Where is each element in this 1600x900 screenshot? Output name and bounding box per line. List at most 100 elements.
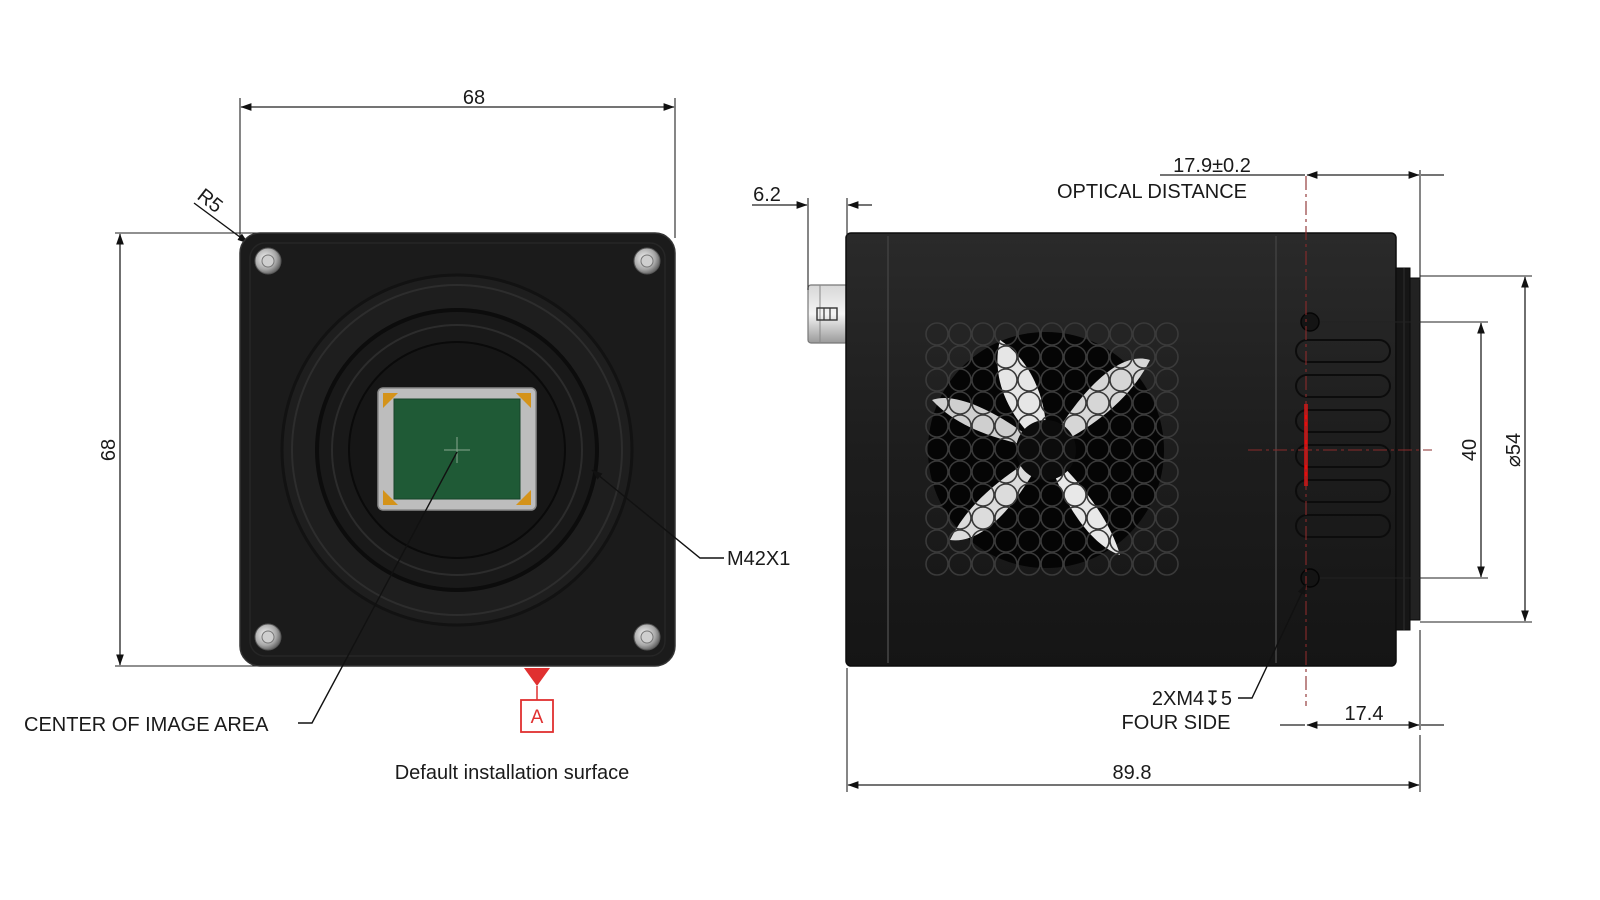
vent-hole [925, 414, 949, 438]
optical-dim-label: OPTICAL DISTANCE [1057, 181, 1247, 203]
vent-hole [1109, 345, 1133, 369]
mount-diameter-label: ⌀54 [1503, 433, 1525, 467]
front-flange-fins [1295, 312, 1391, 588]
vent-hole [1109, 414, 1133, 438]
vent-hole [1040, 437, 1064, 461]
vent-hole [1086, 483, 1110, 507]
vent-hole [1040, 414, 1064, 438]
image-center-callout: CENTER OF IMAGE AREA [24, 451, 458, 736]
hole-spacing-label: 40 [1459, 439, 1481, 461]
vent-hole [1063, 437, 1087, 461]
vent-hole [948, 414, 972, 438]
vent-hole [994, 345, 1018, 369]
vent-hole [948, 437, 972, 461]
vent-hole [971, 552, 995, 576]
vent-hole [1155, 368, 1179, 392]
vent-hole [1086, 437, 1110, 461]
vent-hole [1155, 460, 1179, 484]
vent-hole [925, 368, 949, 392]
vent-hole [1017, 322, 1041, 346]
vent-hole [1040, 391, 1064, 415]
vent-hole [1109, 322, 1133, 346]
vent-hole [948, 529, 972, 553]
vent-hole [1063, 368, 1087, 392]
vent-hole [1063, 322, 1087, 346]
optical-distance-dimension: 17.9±0.2 OPTICAL DISTANCE [1057, 155, 1444, 280]
vent-hole [948, 552, 972, 576]
vent-hole [1063, 483, 1087, 507]
vent-hole [1086, 345, 1110, 369]
vent-hole [1017, 368, 1041, 392]
vent-hole [1040, 552, 1064, 576]
vent-hole [1155, 391, 1179, 415]
vent-hole [1063, 460, 1087, 484]
vent-hole [1063, 529, 1087, 553]
vent-hole [971, 506, 995, 530]
vent-hole [994, 529, 1018, 553]
vent-hole [948, 506, 972, 530]
install-surface-note: Default installation surface [395, 762, 630, 784]
vent-hole [971, 460, 995, 484]
front-section-label: 17.4 [1345, 703, 1384, 725]
front-screws [254, 247, 661, 651]
optical-dim-value: 17.9±0.2 [1173, 155, 1251, 177]
vent-hole [1132, 460, 1156, 484]
vent-hole [1109, 391, 1133, 415]
screw-callout-line1: 2XM4↧5 [1152, 688, 1232, 710]
vent-hole [994, 483, 1018, 507]
screw-top-right [633, 247, 661, 275]
front-section-dimension: 17.4 [1280, 630, 1444, 730]
vent-hole [1017, 529, 1041, 553]
front-view: 68 68 R5 [24, 87, 790, 784]
vent-hole [1017, 414, 1041, 438]
vent-hole [1017, 483, 1041, 507]
vent-hole [1155, 414, 1179, 438]
vent-hole [948, 345, 972, 369]
screw-hole-callout: 2XM4↧5 FOUR SIDE [1122, 583, 1307, 734]
front-width-label: 68 [463, 87, 485, 109]
vent-hole [994, 322, 1018, 346]
vent-hole [1086, 322, 1110, 346]
vent-hole [1132, 414, 1156, 438]
vent-hole [1017, 345, 1041, 369]
vent-hole [1063, 391, 1087, 415]
screw-bottom-left [254, 623, 282, 651]
vent-hole [925, 529, 949, 553]
screw-bottom-right [633, 623, 661, 651]
vent-hole [1132, 345, 1156, 369]
vent-hole [1086, 552, 1110, 576]
vent-hole [948, 368, 972, 392]
side-lens-mount [1395, 267, 1421, 631]
vent-hole [1155, 529, 1179, 553]
vent-hole [925, 483, 949, 507]
vent-hole [1155, 506, 1179, 530]
vent-hole [1017, 552, 1041, 576]
vent-hole [971, 368, 995, 392]
vent-hole [1040, 460, 1064, 484]
vent-hole [925, 322, 949, 346]
vent-hole [1017, 460, 1041, 484]
vent-hole [1086, 506, 1110, 530]
vent-hole [1063, 506, 1087, 530]
thread-callout: M42X1 [591, 469, 790, 570]
front-height-dimension: 68 [98, 232, 262, 667]
vent-hole [971, 529, 995, 553]
vent-hole [1040, 322, 1064, 346]
mount-hole-bottom [1300, 568, 1320, 588]
mount-diameter-dimension: ⌀54 [1420, 275, 1532, 623]
vent-hole [925, 391, 949, 415]
vent-hole [1155, 322, 1179, 346]
overall-length-dimension: 89.8 [846, 668, 1421, 792]
fan-vent-grille [925, 322, 1179, 576]
vent-hole [1132, 506, 1156, 530]
vent-hole [994, 368, 1018, 392]
vent-hole [971, 414, 995, 438]
vent-hole [971, 483, 995, 507]
vent-hole [1040, 483, 1064, 507]
vent-hole [948, 483, 972, 507]
screw-top-left [254, 247, 282, 275]
corner-radius-label: R5 [193, 185, 227, 218]
vent-hole [994, 437, 1018, 461]
vent-hole [1086, 391, 1110, 415]
